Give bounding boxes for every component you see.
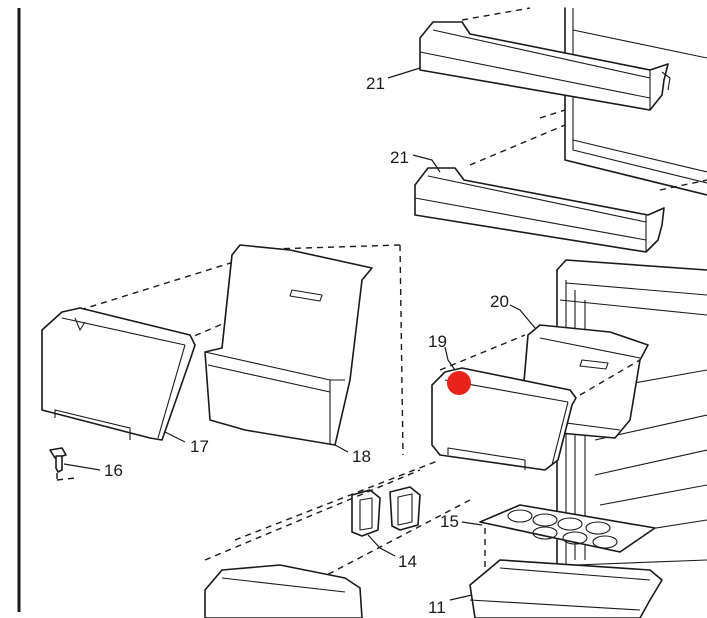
bin-17 (41, 259, 361, 441)
leader-lines (63, 67, 536, 601)
bin-18 (204, 244, 404, 456)
part-label-14: 14 (398, 552, 417, 571)
door-shelf-21-top (419, 7, 671, 119)
bin-11 (469, 559, 663, 618)
part-label-21-top: 21 (366, 74, 385, 93)
bottom-bin (204, 459, 471, 618)
highlight-marker-dot[interactable] (447, 371, 471, 395)
egg-tray-15 (479, 504, 656, 580)
part-label-15: 15 (440, 512, 459, 531)
part-label-11: 11 (428, 598, 446, 617)
part-label-18: 18 (352, 447, 371, 466)
part-labels: 21 21 20 19 18 17 16 15 14 11 (104, 74, 509, 617)
door-shelf-21-second (414, 124, 707, 253)
part-label-21-second: 21 (390, 148, 409, 167)
part-label-17: 17 (190, 437, 209, 456)
clip-14-pair (351, 486, 421, 537)
clip-16 (49, 447, 76, 481)
part-label-19: 19 (428, 332, 447, 351)
part-label-16: 16 (104, 461, 123, 480)
bin-19 (431, 334, 641, 471)
part-label-20: 20 (490, 292, 509, 311)
